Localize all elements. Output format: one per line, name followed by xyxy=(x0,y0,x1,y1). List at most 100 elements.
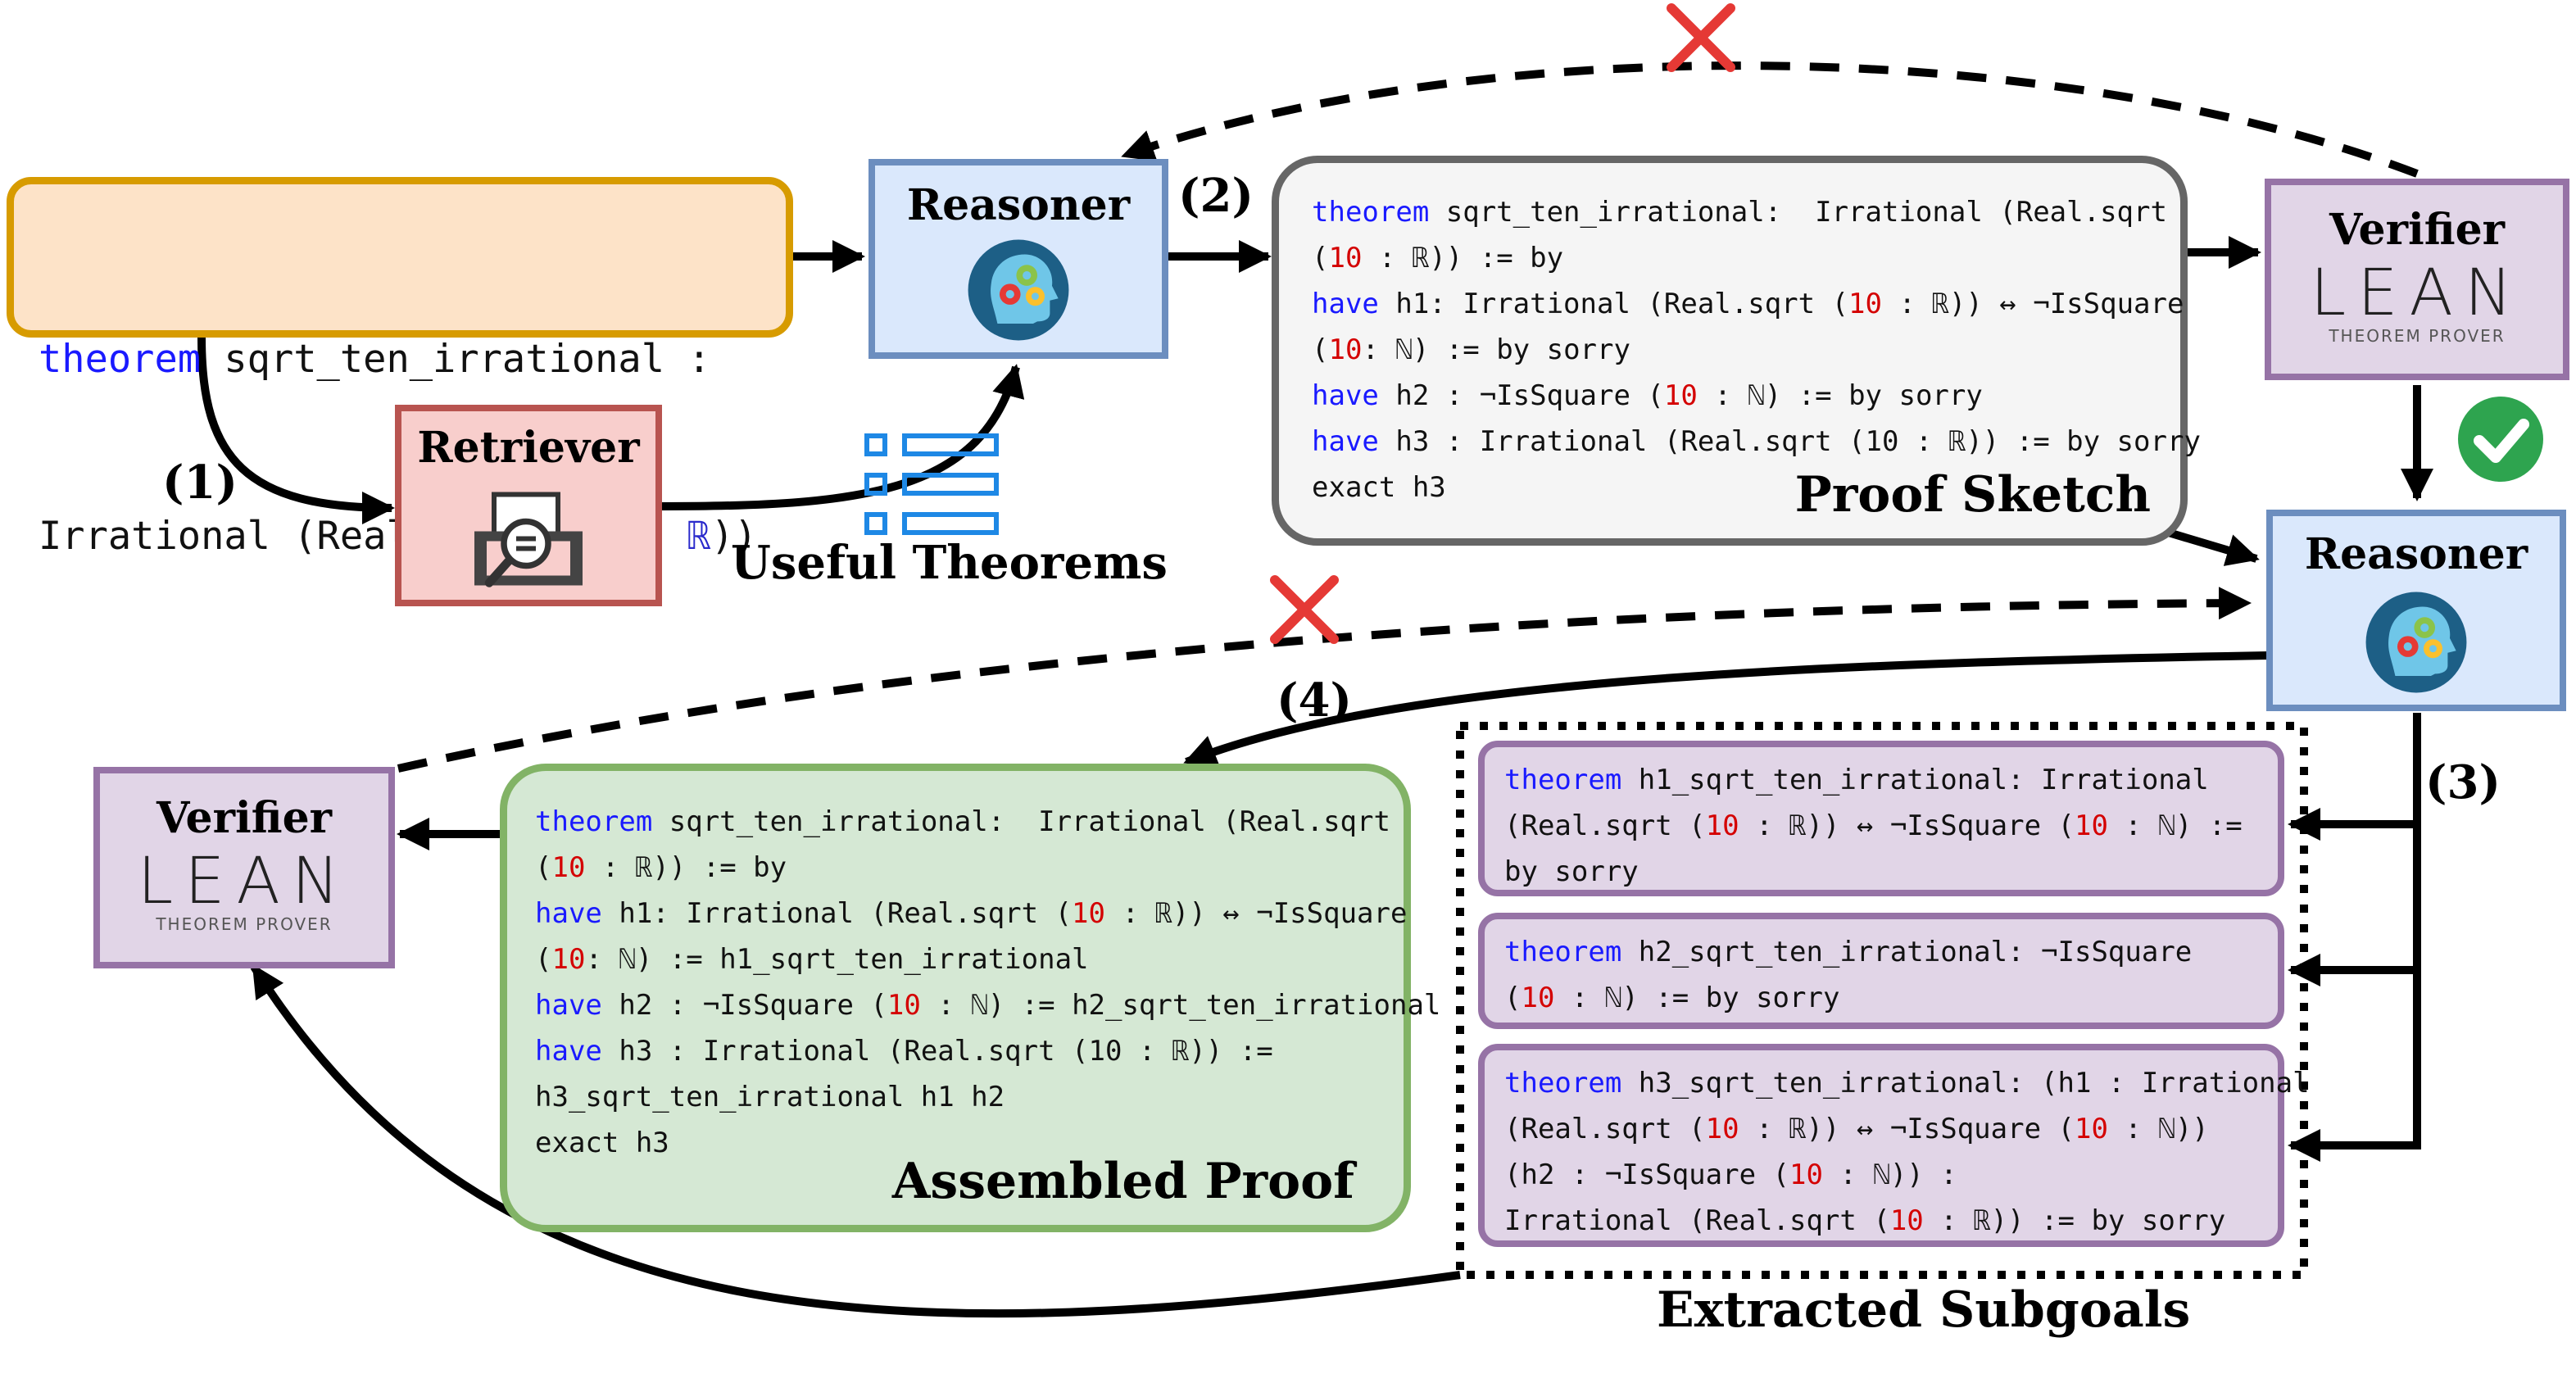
keyword: have xyxy=(1312,288,1379,320)
subgoal-2-code: theorem h2_sqrt_ten_irrational: ¬IsSquar… xyxy=(1504,929,2192,1021)
code-line: theorem h1_sqrt_ten_irrational: Irration… xyxy=(1504,757,2243,803)
subgoal-box-3: theorem h3_sqrt_ten_irrational: (h1 : Ir… xyxy=(1478,1044,2310,1247)
code-text: : ℝ)) := by xyxy=(1362,242,1564,274)
reasoner-right-box: Reasoner xyxy=(2266,510,2566,711)
code-text: (Real.sqrt ( xyxy=(1504,1113,1706,1145)
code-line: (10 : ℕ) := by sorry xyxy=(1504,975,2192,1021)
code-text: h3_sqrt_ten_irrational h1 h2 xyxy=(535,1081,1005,1113)
lean-logo-text: LEAN xyxy=(137,845,351,918)
brain-gears-icon xyxy=(2365,592,2467,693)
lean-logo-subtitle: THEOREM PROVER xyxy=(2329,326,2506,346)
subgoals-caption: Extracted Subgoals xyxy=(1657,1281,2191,1339)
reasoner-top-title: Reasoner xyxy=(906,180,1131,230)
theorem-name: sqrt_ten_irrational : xyxy=(201,337,711,382)
search-document-icon xyxy=(474,492,583,587)
code-text: ( xyxy=(1504,982,1522,1014)
proof-sketch-box: theorem sqrt_ten_irrational: Irrational … xyxy=(1272,156,2201,546)
subgoal-box-1: theorem h1_sqrt_ten_irrational: Irration… xyxy=(1478,741,2284,896)
input-theorem-box: theorem sqrt_ten_irrational : Irrational… xyxy=(7,177,793,559)
code-text: sqrt_ten_irrational: Irrational (Real.sq… xyxy=(1429,196,2167,229)
code-line: (10 : ℝ)) := by xyxy=(535,845,1440,891)
code-text: exact h3 xyxy=(1312,471,1446,504)
code-text: : ℝ)) ↔ ¬IsSquare ( xyxy=(1739,809,2075,842)
code-text: h1: Irrational (Real.sqrt ( xyxy=(1378,288,1849,320)
reasoner-top-box: Reasoner xyxy=(868,159,1168,359)
proof-sketch-code: theorem sqrt_ten_irrational: Irrational … xyxy=(1312,189,2201,510)
step-label-4: (4) xyxy=(1277,673,1352,728)
code-text: h3 : Irrational (Real.sqrt (10 : ℝ)) := … xyxy=(1378,425,2201,458)
number-literal: 10 xyxy=(551,943,586,976)
code-text: : ℝ)) ↔ ¬IsSquare xyxy=(1105,897,1408,930)
subgoal-box-2: theorem h2_sqrt_ten_irrational: ¬IsSquar… xyxy=(1478,913,2284,1029)
code-line: have h2 : ¬IsSquare (10 : ℕ) := by sorry xyxy=(1312,373,2201,419)
number-literal: 10 xyxy=(2075,1113,2108,1145)
code-line: have h3 : Irrational (Real.sqrt (10 : ℝ)… xyxy=(535,1028,1440,1074)
closing-parens: )) xyxy=(710,514,758,559)
subgoal-1-code: theorem h1_sqrt_ten_irrational: Irration… xyxy=(1504,757,2243,895)
assembled-proof-code: theorem sqrt_ten_irrational: Irrational … xyxy=(535,799,1440,1166)
real-type: ℝ xyxy=(687,514,711,559)
code-text: h3_sqrt_ten_irrational: (h1 : Irrational xyxy=(1621,1067,2310,1100)
code-line: (10 : ℝ)) := by xyxy=(1312,235,2201,281)
code-text: : ℕ) := xyxy=(2107,809,2243,842)
code-text: exact h3 xyxy=(535,1127,669,1159)
retriever-title: Retriever xyxy=(417,423,640,473)
step-label-3: (3) xyxy=(2425,755,2501,809)
keyword: theorem xyxy=(1504,764,1622,796)
reasoner-right-title: Reasoner xyxy=(2304,529,2528,579)
keyword: have xyxy=(535,989,602,1022)
keyword: theorem xyxy=(1504,1067,1622,1100)
code-text: : ℝ)) ↔ ¬IsSquare xyxy=(1882,288,2184,320)
number-literal: 10 xyxy=(1705,809,1739,842)
number-literal: 10 xyxy=(2075,809,2108,842)
brain-gears-icon xyxy=(968,239,1069,341)
code-text: h3 : Irrational (Real.sqrt (10 : ℝ)) := xyxy=(601,1035,1273,1068)
code-text: : ℝ)) ↔ ¬IsSquare ( xyxy=(1739,1113,2075,1145)
code-text: : ℕ) := h2_sqrt_ten_irrational xyxy=(920,989,1441,1022)
lean-logo-text: LEAN xyxy=(2310,256,2524,330)
number-literal: 10 xyxy=(1848,288,1882,320)
code-text: h1_sqrt_ten_irrational: Irrational xyxy=(1621,764,2209,796)
arrow-verifier-fail-back xyxy=(1121,61,2419,178)
arrow-input-to-retriever xyxy=(197,337,395,524)
step-label-1: (1) xyxy=(162,456,238,510)
code-line: (10: ℕ) := by sorry xyxy=(1312,327,2201,373)
number-literal: 10 xyxy=(1705,1113,1739,1145)
list-icon xyxy=(864,433,999,535)
keyword: theorem xyxy=(1312,196,1430,229)
subgoals-container xyxy=(1456,722,2308,1279)
code-line: exact h3 xyxy=(535,1120,1440,1166)
number-literal: 10 xyxy=(887,989,921,1022)
code-line: theorem sqrt_ten_irrational: Irrational … xyxy=(535,799,1440,845)
code-text: ( xyxy=(1312,242,1329,274)
proof-sketch-caption: Proof Sketch xyxy=(1794,466,2151,524)
code-text: : ℕ) := h1_sqrt_ten_irrational xyxy=(585,943,1089,976)
code-line: have h1: Irrational (Real.sqrt (10 : ℝ))… xyxy=(1312,281,2201,327)
cross-icon xyxy=(1667,3,1735,72)
code-text: Irrational (Real.sqrt ( xyxy=(1504,1204,1890,1237)
code-line: exact h3 xyxy=(1312,465,2201,510)
code-line: (10: ℕ) := h1_sqrt_ten_irrational xyxy=(535,936,1440,982)
arrow-verifier-left-fail xyxy=(397,587,2252,773)
code-line: by sorry xyxy=(1504,849,2243,895)
code-text: h1: Irrational (Real.sqrt ( xyxy=(601,897,1073,930)
assembled-proof-box: theorem sqrt_ten_irrational: Irrational … xyxy=(500,764,1440,1232)
code-text: ( xyxy=(535,851,552,884)
verifier-top-title: Verifier xyxy=(2329,205,2506,255)
number-literal: 10 xyxy=(1328,333,1363,366)
keyword: have xyxy=(535,1035,602,1068)
code-line: have h3 : Irrational (Real.sqrt (10 : ℝ)… xyxy=(1312,419,2201,465)
keyword: have xyxy=(535,897,602,930)
code-text: (Real.sqrt ( xyxy=(1504,809,1706,842)
code-text: : ℕ) := by sorry xyxy=(1697,379,1983,412)
useful-theorems-label: Useful Theorems xyxy=(731,536,1168,590)
code-line: Irrational (Real.sqrt (10 : ℝ)) := by so… xyxy=(1504,1198,2310,1244)
code-text: : ℕ)) : xyxy=(1822,1159,1957,1191)
retriever-box: Retriever xyxy=(395,405,662,606)
branch-line-subgoals xyxy=(2294,713,2421,1149)
number-literal: 10 xyxy=(1663,379,1698,412)
number-literal: 10 xyxy=(1072,897,1105,930)
verifier-left-box: Verifier LEAN THEOREM PROVER xyxy=(93,767,395,968)
